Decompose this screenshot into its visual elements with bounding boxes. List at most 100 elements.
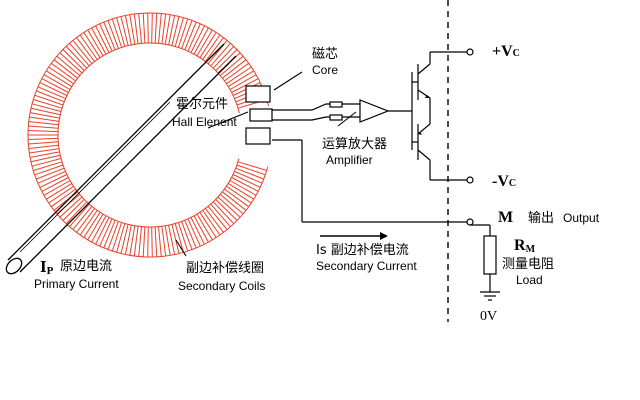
coil-turn — [76, 208, 95, 233]
coil-turn — [219, 55, 244, 76]
coil-outer-edge — [27, 12, 273, 258]
coil-turn — [196, 29, 213, 57]
coil-turn — [199, 212, 217, 238]
ip-label-en: Primary Current — [34, 277, 119, 291]
coil-turn — [59, 52, 83, 74]
coil-turn — [133, 13, 139, 44]
coil-turn — [236, 164, 266, 176]
coil-turn — [36, 90, 65, 103]
ground-symbol — [480, 291, 500, 301]
coil-turn — [174, 17, 184, 47]
coil-turn — [116, 17, 126, 47]
coil-turn — [83, 212, 101, 238]
coil-turn — [28, 137, 59, 140]
coil-turn — [154, 226, 158, 257]
coil-turn — [147, 226, 149, 258]
coil-turn — [56, 55, 81, 76]
coil-turn — [226, 66, 252, 85]
coil-turn — [103, 220, 116, 249]
coil-turn — [111, 222, 123, 252]
secondary-loop-wire — [272, 139, 470, 223]
vc-neg-label: -VC — [492, 173, 516, 190]
coil-turn — [34, 94, 64, 106]
coil-turn — [202, 210, 221, 236]
amp-label-cn: 运算放大器 — [322, 137, 387, 152]
vc-pos-label: +VC — [492, 43, 520, 60]
coil-label-en: Secondary Coils — [178, 279, 265, 293]
coil-turn — [232, 174, 261, 188]
coil-turn — [205, 208, 224, 233]
coil-turn — [142, 13, 146, 44]
coil-turn — [210, 203, 231, 228]
coil-turn — [28, 144, 59, 149]
coil-turn — [65, 46, 88, 69]
coil-turn — [69, 203, 90, 228]
transistor-stage — [411, 51, 470, 181]
coil-turn — [33, 161, 63, 171]
amplifier-triangle — [359, 99, 390, 123]
coil-turn — [59, 196, 83, 218]
hall-label-cn: 霍尔元件 — [176, 97, 228, 112]
coil-turn — [72, 205, 93, 230]
rm-symbol: RM — [514, 237, 536, 255]
coil-turn — [28, 121, 59, 126]
coil-turn — [202, 34, 221, 60]
coil-turn — [222, 191, 247, 211]
coil-turn — [231, 177, 259, 192]
coil-turn — [43, 180, 71, 196]
coil-turn — [168, 225, 176, 255]
coil-turn — [147, 12, 149, 44]
coil-inner-edge — [57, 42, 243, 228]
core-label-cn: 磁芯 — [312, 47, 338, 62]
coil-turn — [37, 170, 66, 184]
vc-neg-terminal — [466, 176, 474, 184]
coil-turn — [28, 130, 59, 133]
m-label-cn: 输出 — [528, 210, 554, 226]
coil-turn — [99, 23, 113, 52]
coil-turn — [199, 32, 217, 58]
coil-turn — [53, 59, 78, 79]
hall-label-en: Hall Elenent — [172, 115, 237, 129]
core-label-en: Core — [312, 63, 338, 77]
coil-turn — [171, 224, 180, 254]
coil-turn — [161, 13, 167, 44]
coil-turn — [62, 199, 85, 221]
m-label-en: Output — [563, 211, 600, 225]
coil-turn — [36, 167, 65, 180]
coil-turn — [212, 46, 235, 69]
coil-turn — [181, 221, 193, 250]
load-resistor — [470, 224, 497, 292]
coil-turn — [79, 210, 98, 236]
coil-turn — [99, 218, 113, 247]
coil-turn — [207, 205, 228, 230]
core-gap-top — [245, 85, 271, 103]
coil-turn — [39, 174, 68, 188]
vc-pos-terminal — [466, 48, 474, 56]
coil-turn — [87, 29, 104, 57]
core-gap-bottom — [245, 127, 271, 145]
coil-turn — [120, 224, 129, 254]
coil-turn — [231, 78, 259, 93]
rm-label-cn: 测量电阻 — [502, 257, 554, 272]
coil-turn — [235, 167, 264, 180]
coil-turn — [111, 18, 123, 48]
coil-turn — [34, 164, 64, 176]
coil-turn — [138, 226, 142, 257]
ground-label: 0V — [480, 309, 497, 324]
coil-turn — [229, 74, 257, 90]
coil-turn — [177, 222, 189, 252]
coil-turn — [226, 185, 252, 204]
coil-turn — [222, 59, 247, 79]
coil-turn — [30, 154, 61, 163]
coil-turn — [103, 21, 116, 50]
transistor-arrow-top — [425, 95, 430, 98]
ip-label-cn: 原边电流 — [60, 259, 112, 274]
coil-turn — [33, 99, 63, 109]
coil-turn — [91, 215, 107, 243]
coil-turn — [87, 213, 104, 241]
coil-turn — [51, 62, 76, 82]
secondary-coil-toroid — [27, 12, 273, 258]
coil-turn — [41, 78, 69, 93]
coil-turn — [174, 223, 184, 253]
ip-symbol: IP — [40, 257, 54, 277]
